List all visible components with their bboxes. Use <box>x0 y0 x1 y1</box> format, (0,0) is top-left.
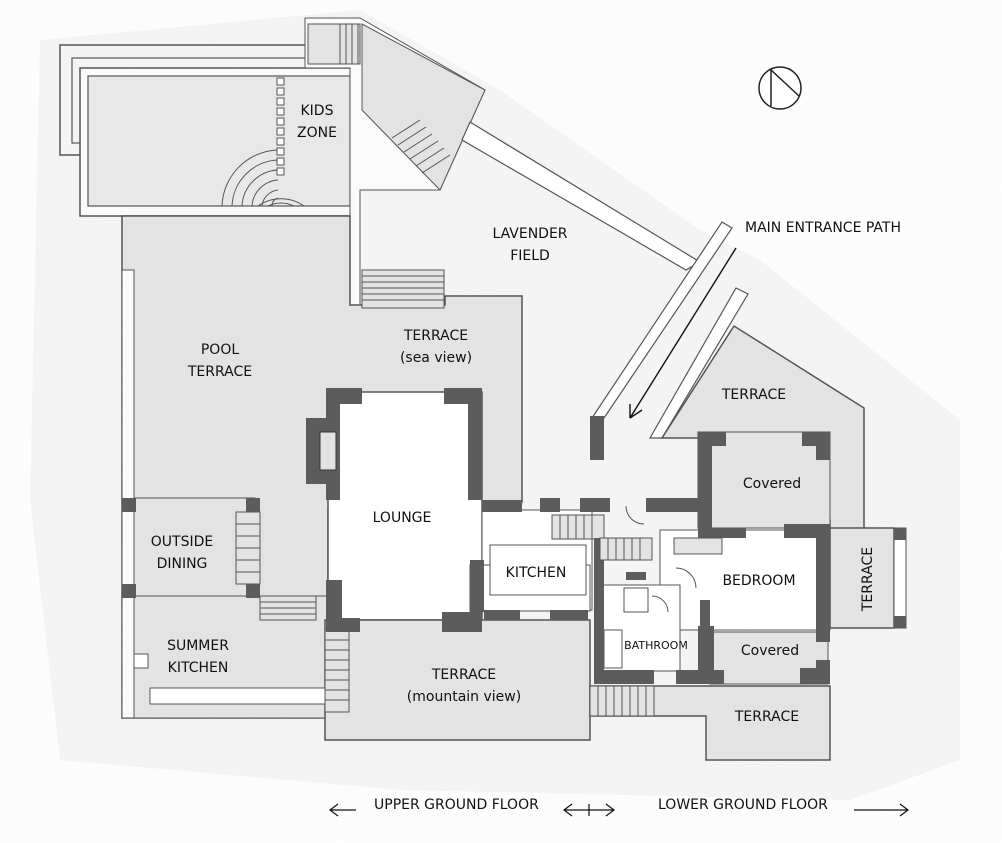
label-bedroom: BEDROOM <box>722 573 796 589</box>
door-swing-bath <box>651 595 669 613</box>
kitchen-island <box>489 544 587 596</box>
label-terrace-top-right: TERRACE <box>721 387 787 403</box>
label-covered-top: Covered <box>742 476 802 492</box>
left-wall-strip <box>121 269 135 719</box>
label-lower-ground-floor: LOWER GROUND FLOOR <box>658 797 828 813</box>
summer-kitchen-sink <box>133 653 149 669</box>
side-terrace-floor <box>829 527 895 629</box>
north-arrow-icon <box>758 66 802 110</box>
label-terrace-mountain-view: TERRACE(mountain view) <box>406 667 522 705</box>
pool-water <box>87 75 351 207</box>
lower-stairs <box>599 537 723 561</box>
dining-stairs <box>235 511 317 621</box>
entrance-arrow <box>629 247 737 419</box>
kitchen-stairs <box>551 514 605 540</box>
diagonal-stairs-lines <box>391 119 451 174</box>
left-arrow-icon <box>329 803 356 817</box>
entrance-path-outline-2 <box>648 287 749 439</box>
door-swing-bedroom <box>675 567 697 589</box>
label-lounge: LOUNGE <box>372 510 432 526</box>
right-arrow-icon <box>854 803 909 817</box>
door-swing-entry <box>625 505 645 525</box>
covered-top-floor <box>697 431 831 529</box>
lower-ground-floor <box>589 221 907 761</box>
upper-ground-floor <box>121 215 610 741</box>
label-main-entrance-path: MAIN ENTRANCE PATH <box>745 220 901 236</box>
mountain-stairs <box>324 629 350 713</box>
double-arrow-icon <box>563 803 615 817</box>
lavender-path <box>461 121 702 271</box>
shower <box>623 587 649 613</box>
pool-ladder <box>276 77 285 176</box>
kids-zone-steps <box>221 149 305 207</box>
label-terrace-sea-view: TERRACE(sea view) <box>399 328 473 366</box>
lounge-floor <box>327 391 483 621</box>
label-terrace-side: TERRACE <box>860 546 876 612</box>
label-upper-ground-floor: UPPER GROUND FLOOR <box>374 797 539 813</box>
bottom-terrace-stairs <box>589 685 655 717</box>
summer-kitchen-counter <box>149 687 326 705</box>
floor-indicator-arrows <box>329 803 909 817</box>
label-covered-bottom: Covered <box>740 643 800 659</box>
label-bathroom: BATHROOM <box>624 639 688 652</box>
side-terrace-frame <box>893 527 907 629</box>
label-terrace-bottom-right: TERRACE <box>734 709 800 725</box>
label-kitchen: KITCHEN <box>505 565 567 581</box>
fireplace <box>319 431 337 471</box>
lower-floor-walls <box>590 416 906 684</box>
